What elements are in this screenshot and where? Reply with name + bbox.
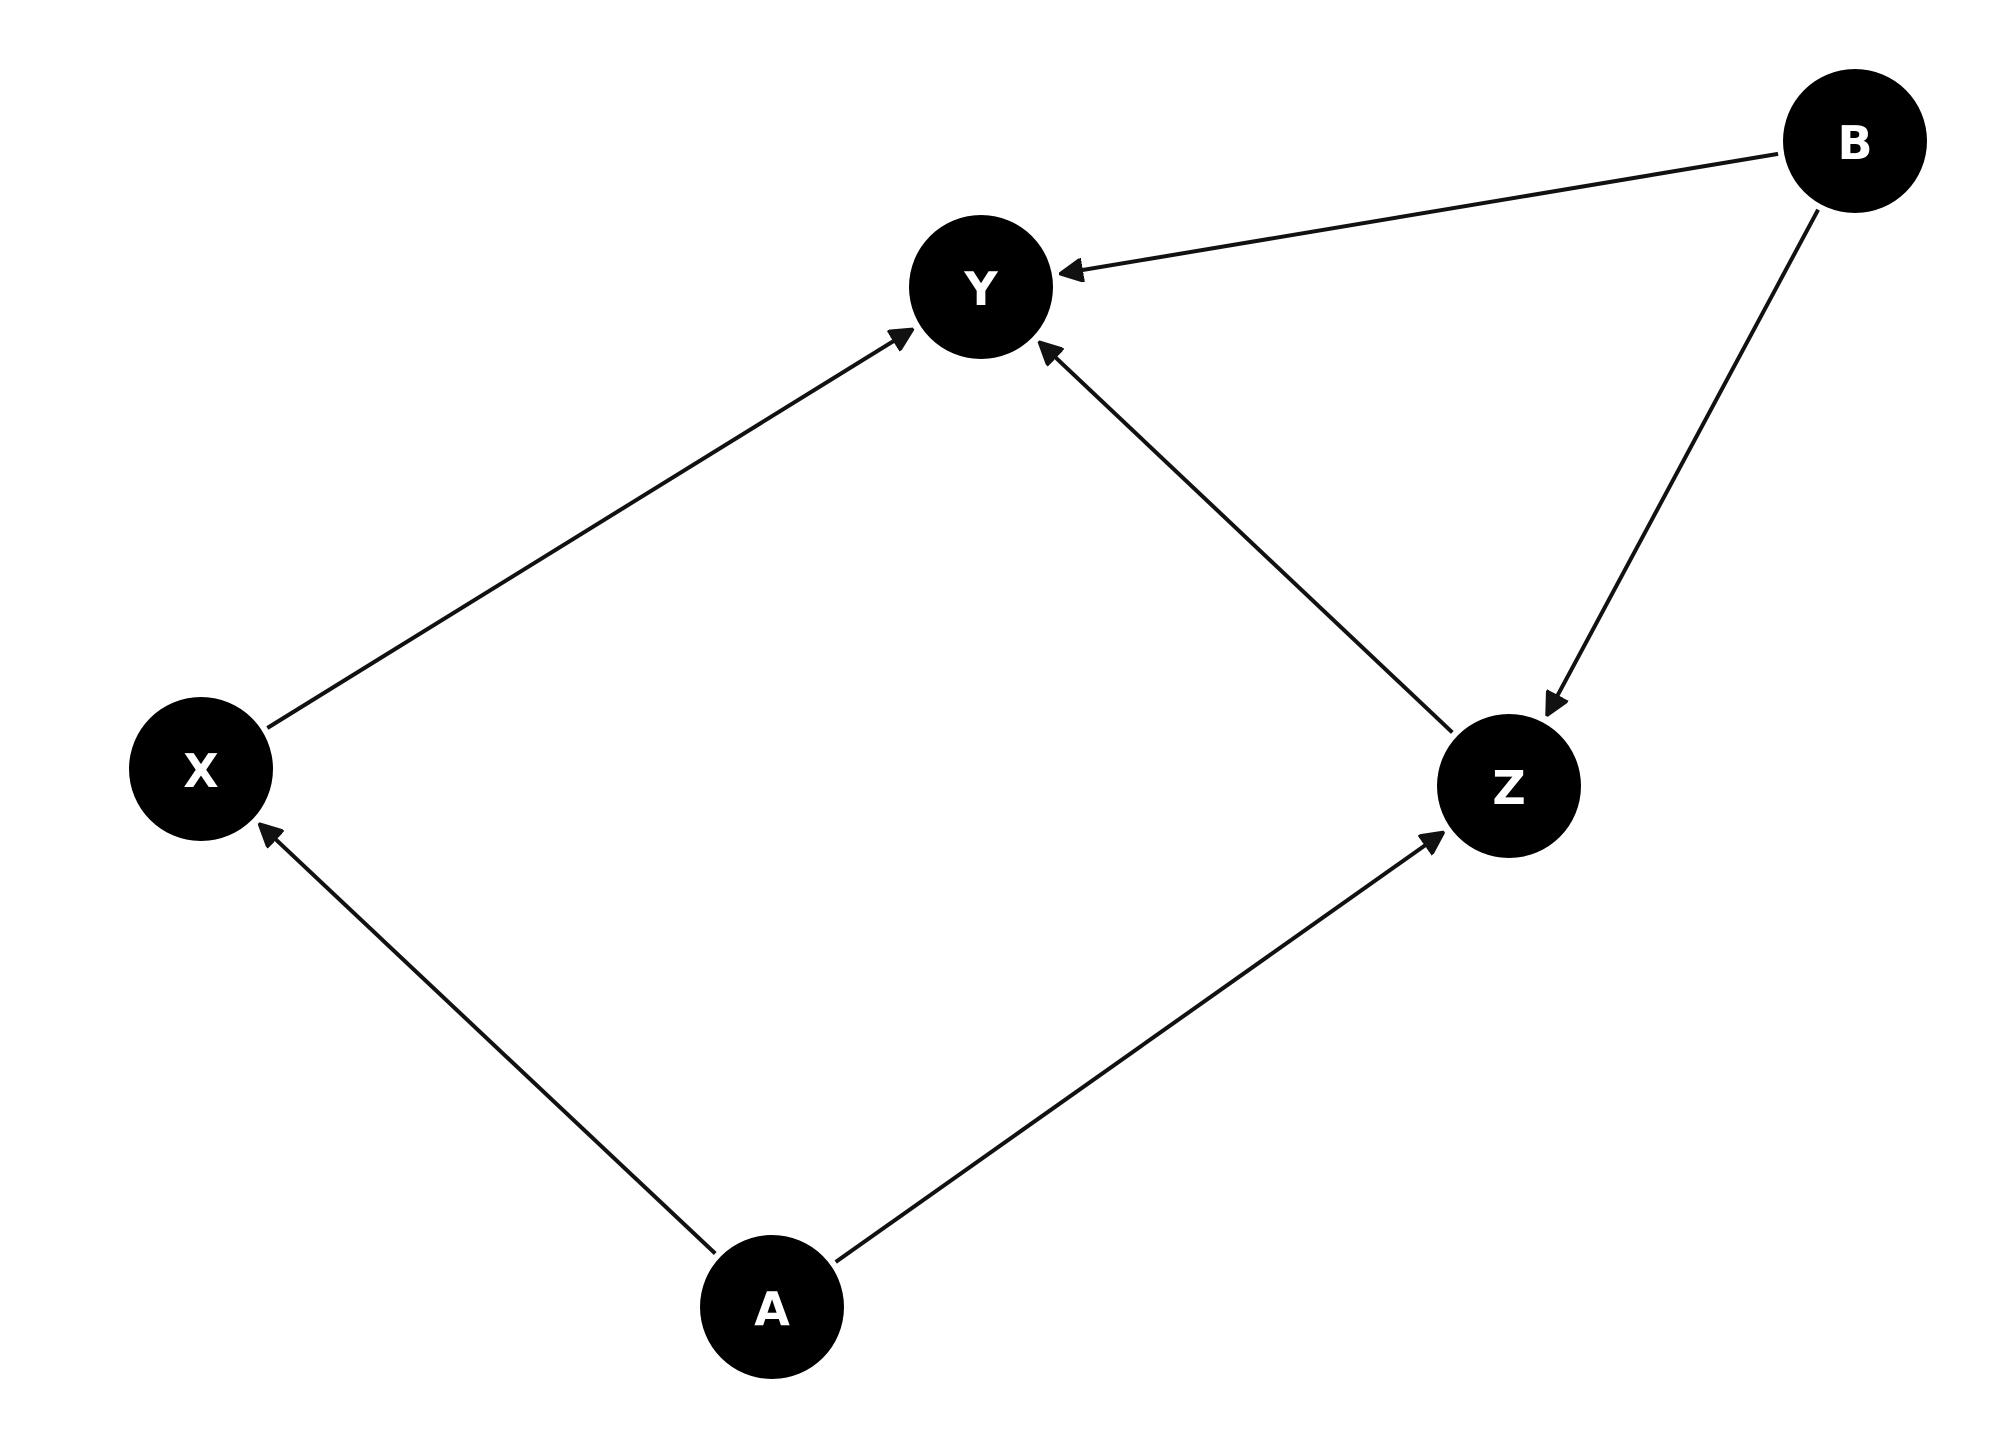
- node-b: B: [1783, 69, 1927, 213]
- node-a: A: [700, 1235, 844, 1379]
- nodes: Y B X Z A: [129, 69, 1927, 1379]
- edge-b-to-z: [1549, 208, 1820, 712]
- node-label-x: X: [183, 744, 218, 798]
- edge-x-to-y: [266, 331, 909, 730]
- node-x: X: [129, 697, 273, 841]
- node-circle-x: [129, 697, 273, 841]
- node-y: Y: [909, 215, 1053, 359]
- edge-a-to-z: [834, 834, 1441, 1264]
- node-circle-y: [909, 215, 1053, 359]
- node-circle-z: [1437, 714, 1581, 858]
- edge-a-to-x: [262, 827, 717, 1255]
- node-circle-b: [1783, 69, 1927, 213]
- node-z: Z: [1437, 714, 1581, 858]
- node-label-z: Z: [1492, 761, 1525, 815]
- node-label-y: Y: [963, 262, 998, 316]
- node-label-b: B: [1837, 116, 1872, 170]
- node-circle-a: [700, 1235, 844, 1379]
- edge-b-to-y: [1064, 151, 1779, 273]
- edges: [262, 151, 1820, 1264]
- node-label-a: A: [754, 1282, 790, 1336]
- edge-z-to-y: [1042, 345, 1454, 734]
